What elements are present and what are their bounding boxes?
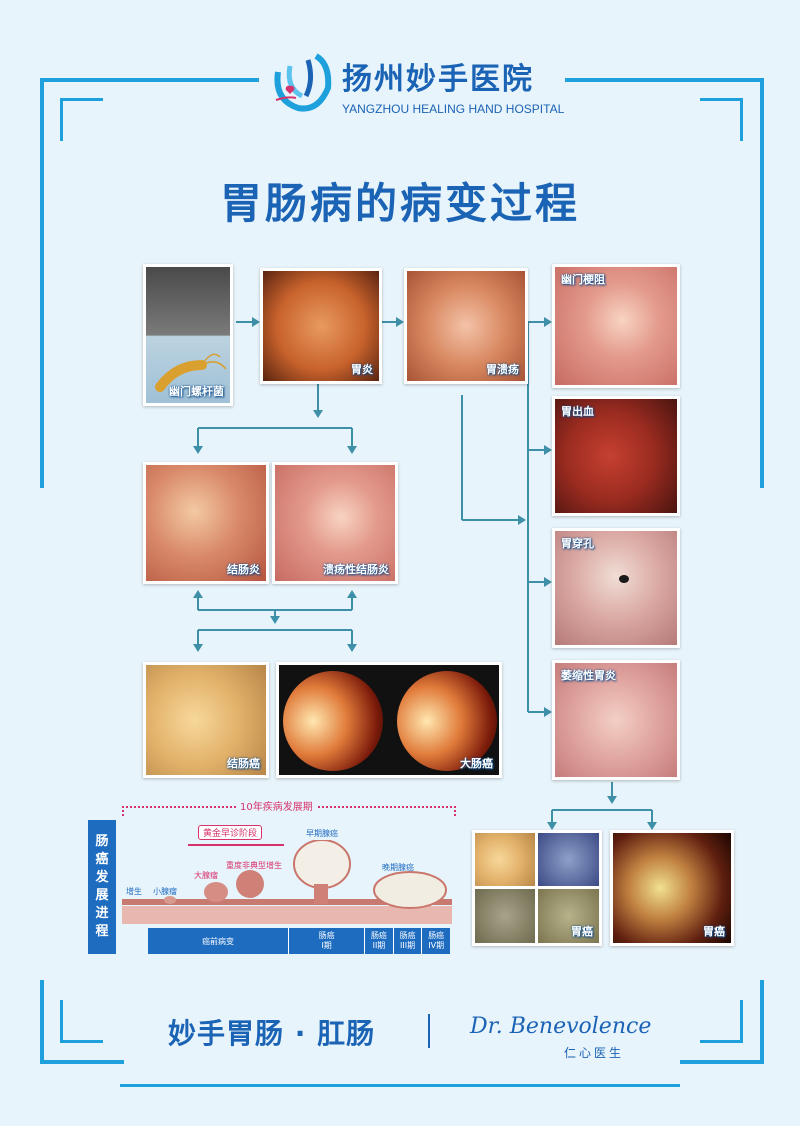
photo-gastric-bleeding: 胃出血	[552, 396, 680, 516]
label-gastric-bleeding: 胃出血	[561, 405, 594, 418]
frame-right-bar	[760, 78, 764, 488]
photo-colitis: 结肠炎	[143, 462, 269, 584]
frame-bottom-left	[40, 980, 124, 1064]
footer-divider	[428, 1014, 430, 1048]
bar-stage3: 肠癌 III期	[393, 928, 423, 954]
progression-side-title: 肠 癌 发 展 进 程	[88, 820, 116, 954]
label-gastritis: 胃炎	[351, 363, 373, 376]
stage-early-adenocarcinoma: 早期腺癌	[306, 829, 338, 838]
label-helicobacter: 幽门螺杆菌	[169, 385, 224, 398]
hospital-name-en: YANGZHOU HEALING HAND HOSPITAL	[342, 102, 565, 116]
stage-bar: 癌前病变 肠癌 I期 肠癌 II期 肠癌 III期 肠癌 IV期	[148, 928, 450, 954]
frame-inner-br	[700, 1000, 743, 1043]
label-pyloric-obstruction: 幽门梗阻	[561, 273, 605, 286]
stage-hyperplasia: 增生	[126, 887, 142, 896]
label-colon-cancer: 结肠癌	[227, 757, 260, 770]
period-label: 10年疾病发展期	[236, 798, 317, 813]
label-gastric-ulcer: 胃溃疡	[486, 363, 519, 376]
photo-colon-cancer: 结肠癌	[143, 662, 269, 778]
label-gastric-cancer-1: 胃癌	[571, 925, 593, 938]
frame-bottom-right	[680, 980, 764, 1064]
frame-inner-bl	[60, 1000, 103, 1043]
label-gastric-cancer-2: 胃癌	[703, 925, 725, 938]
photo-gastric-ulcer: 胃溃疡	[404, 268, 528, 384]
frame-left-bar	[40, 78, 44, 488]
frame-inner-tl	[60, 98, 103, 141]
stage-small-adenoma: 小腺瘤	[153, 887, 177, 896]
photo-gastric-perforation: 胃穿孔	[552, 528, 680, 648]
photo-helicobacter: 幽门螺杆菌	[143, 264, 233, 406]
bar-stage1: 肠癌 I期	[289, 928, 366, 954]
label-colitis: 结肠炎	[227, 563, 260, 576]
brand-en: Dr. Benevolence	[470, 1014, 652, 1039]
label-gastric-perforation: 胃穿孔	[561, 537, 594, 550]
bar-stage2: 肠癌 II期	[365, 928, 394, 954]
polyp-progression-illustration	[122, 840, 452, 924]
photo-gastric-cancer: 胃癌	[610, 830, 734, 946]
hospital-logo	[268, 52, 336, 114]
photo-gastritis: 胃炎	[260, 268, 382, 384]
stage-late-adenocarcinoma: 晚期腺癌	[382, 863, 414, 872]
frame-bottom-bar	[120, 1084, 680, 1087]
footer-slogan: 妙手胃肠 · 肛肠	[168, 1017, 376, 1050]
golden-stage-label: 黄金早诊阶段	[198, 825, 263, 840]
stage-large-adenoma: 大腺瘤	[194, 871, 218, 880]
hospital-name-cn: 扬州妙手医院	[342, 62, 534, 97]
label-large-bowel-cancer: 大肠癌	[460, 757, 493, 770]
page-title: 胃肠病的病变过程	[219, 179, 580, 228]
photo-gastric-cancer-grid: 胃癌	[472, 830, 602, 946]
frame-inner-tr	[700, 98, 743, 141]
photo-ulcerative-colitis: 溃疡性结肠炎	[272, 462, 398, 584]
bar-stage4: 肠癌 IV期	[422, 928, 450, 954]
label-atrophic-gastritis: 萎缩性胃炎	[561, 669, 616, 682]
brand-cn: 仁心医生	[564, 1046, 625, 1060]
photo-pyloric-obstruction: 幽门梗阻	[552, 264, 680, 388]
stage-severe-atypical: 重度非典型增生	[226, 861, 282, 870]
label-ulcerative-colitis: 溃疡性结肠炎	[323, 563, 389, 576]
golden-stage-badge	[188, 832, 284, 846]
photo-large-bowel-cancer: 大肠癌	[276, 662, 502, 778]
bar-precancer: 癌前病变	[148, 928, 290, 954]
photo-atrophic-gastritis: 萎缩性胃炎	[552, 660, 680, 780]
